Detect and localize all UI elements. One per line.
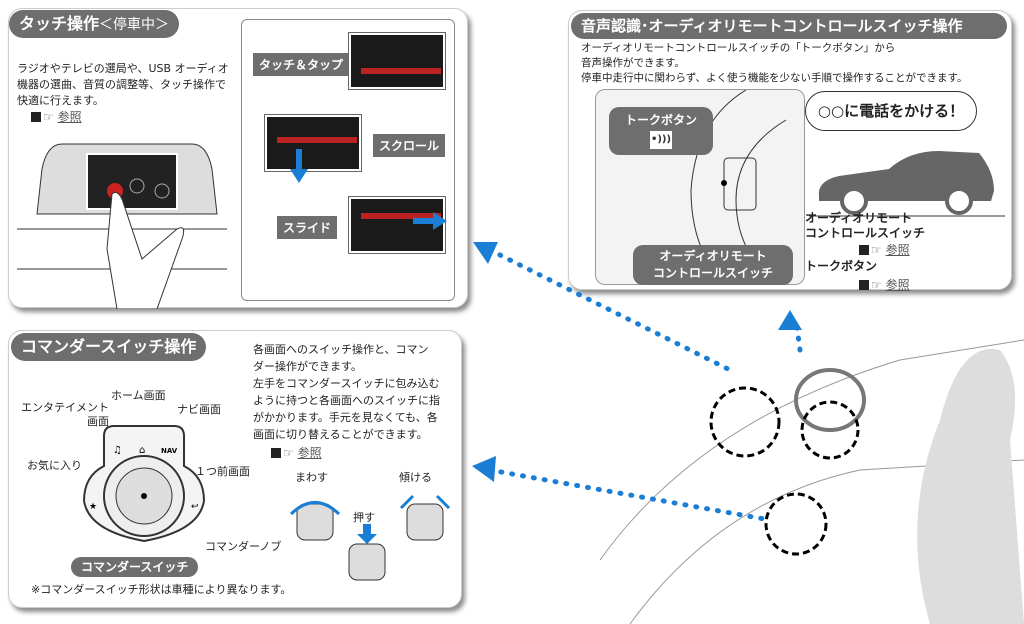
commander-title: コマンダースイッチ操作: [11, 333, 207, 361]
talk-reference-link[interactable]: ☞ 参照: [859, 276, 910, 293]
scroll-screen: [264, 114, 362, 172]
dashboard-touch-illustration: [17, 143, 227, 309]
gesture-box: [241, 19, 455, 301]
reference-link[interactable]: ☞ 参照: [31, 108, 82, 125]
touch-body: ラジオやテレビの選局や、USB オーディオ 機器の選曲、音質の調整等、タッチ操作…: [17, 62, 229, 107]
title-text: タッチ操作: [19, 14, 100, 33]
side-switch-label: オーディオリモート コントロールスイッチ: [805, 211, 926, 240]
home-label: ホーム画面: [111, 389, 166, 402]
car-interior-illustration: [600, 310, 1024, 624]
scroll-label: スクロール: [373, 134, 446, 157]
back-icon: ↩: [191, 502, 199, 512]
entertainment-label: エンタテイメント 画面: [21, 401, 109, 428]
slide-label: スライド: [277, 216, 338, 239]
commander-highlight: [764, 492, 828, 556]
commander-body: 各画面へのスイッチ操作と、コマン ダー操作ができます。 左手をコマンダースイッチ…: [253, 343, 440, 441]
back-label: １つ前画面: [195, 465, 250, 478]
commander-note: ※コマンダースイッチ形状は車種により異なります。: [31, 583, 292, 596]
touch-title: タッチ操作＜停車中＞: [9, 10, 180, 38]
talk-button-callout: トークボタン •))): [609, 107, 713, 155]
music-icon: ♫: [113, 445, 122, 456]
switch-reference-link[interactable]: ☞ 参照: [859, 241, 910, 258]
commander-panel: コマンダースイッチ操作 各画面へのスイッチ操作と、コマン ダー操作ができます。 …: [8, 330, 462, 608]
commander-badge: コマンダースイッチ: [71, 557, 199, 577]
arrow-right-icon: [413, 212, 447, 230]
voice-title: 音声認識･オーディオリモートコントロールスイッチ操作: [571, 13, 1007, 39]
nav-label: ナビ画面: [177, 403, 221, 416]
nav-icon: NAV: [161, 447, 178, 455]
speech-bubble: ○○に電話をかける！: [805, 91, 977, 131]
tap-label: タッチ＆タップ: [253, 53, 350, 76]
talk-label: トークボタン: [624, 113, 697, 127]
switch-callout: オーディオリモート コントロールスイッチ: [633, 245, 793, 285]
voice-body: オーディオリモートコントロールスイッチの「トークボタン」から 音声操作ができます…: [581, 42, 968, 84]
push-label: 押す: [353, 511, 375, 524]
touch-panel: タッチ操作＜停車中＞ ラジオやテレビの選局や、USB オーディオ 機器の選曲、音…: [8, 8, 468, 309]
arrow-to-touch-icon: [473, 242, 498, 264]
voice-panel: 音声認識･オーディオリモートコントロールスイッチ操作 オーディオリモートコントロ…: [568, 10, 1012, 293]
car-icon: [809, 151, 1005, 217]
commander-reference-link[interactable]: ☞ 参照: [271, 444, 322, 461]
knob-label: コマンダーノブ: [205, 540, 282, 553]
star-icon: ★: [89, 502, 97, 512]
side-talk-label: トークボタン: [805, 259, 878, 273]
talk-icon: •))): [650, 131, 672, 149]
favorite-label: お気に入り: [27, 459, 82, 472]
dotted-arrows: [472, 242, 803, 523]
tap-screen: [348, 32, 446, 90]
commander-switch-drawing: ♫ ⌂ NAV ★ ↩: [82, 425, 206, 543]
steering-switch-highlight: [800, 400, 860, 460]
knob-gestures-drawing: [289, 494, 451, 581]
home-icon: ⌂: [139, 445, 145, 456]
display-highlight: [709, 386, 781, 458]
slide-screen: [348, 196, 446, 254]
tilt-label: 傾ける: [399, 471, 432, 484]
title-sub: ＜停車中＞: [99, 17, 170, 33]
arrow-down-icon: [290, 149, 308, 183]
arrow-to-commander-icon: [472, 456, 496, 482]
rotate-label: まわす: [295, 471, 328, 484]
